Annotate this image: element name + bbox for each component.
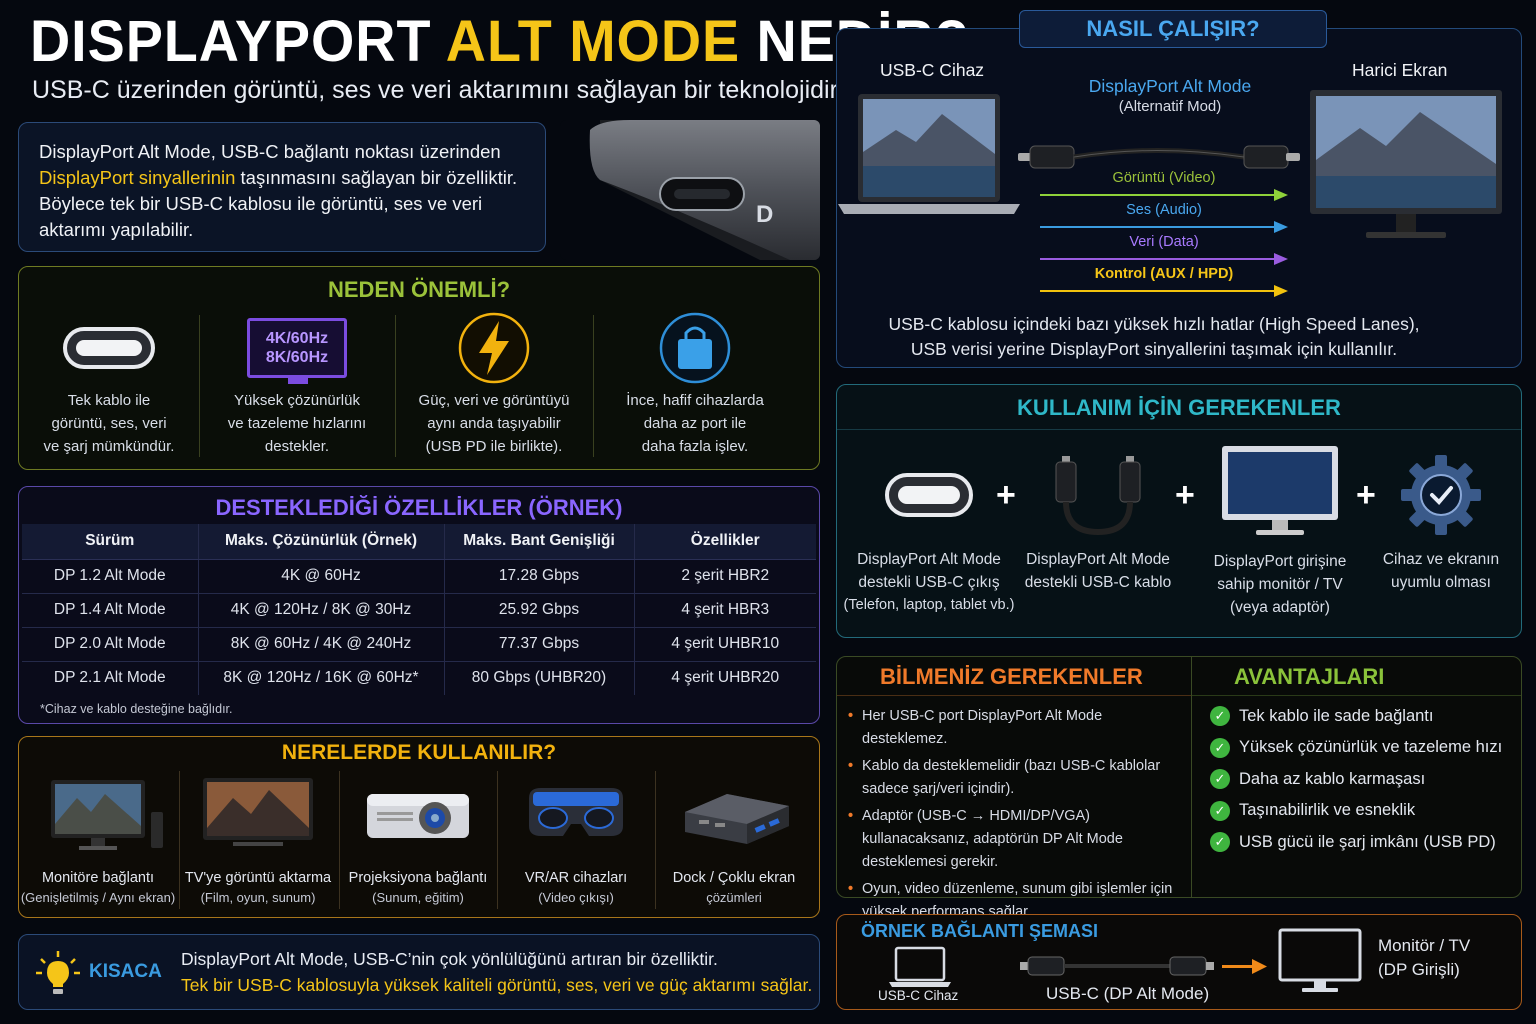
usb-c-cable-icon (1055, 456, 1141, 536)
shopping-bag-icon (659, 312, 731, 384)
how-title-tab: NASIL ÇALIŞIR? (1019, 10, 1327, 48)
features-table: Sürüm Maks. Çözünürlük (Örnek) Maks. Ban… (22, 524, 816, 695)
know-list: Her USB-C port DisplayPort Alt Mode dest… (848, 705, 1182, 928)
intro-line-2: DisplayPort sinyallerinin taşınmasını sa… (39, 167, 518, 188)
intro-line-1: DisplayPort Alt Mode, USB-C bağlantı nok… (39, 141, 501, 162)
intro-line-3: Böylece tek bir USB-C kablosu ile görünt… (39, 193, 483, 214)
check-icon: ✓ (1210, 800, 1230, 821)
usb-c-cable-illustration (1018, 145, 1300, 169)
lightning-icon (458, 312, 530, 384)
external-monitor-illustration (1310, 90, 1502, 238)
plus-sign-3: + (1356, 476, 1376, 514)
check-icon: ✓ (1210, 769, 1230, 789)
example-monitor-label: Monitör / TV (DP Girişli) (1378, 936, 1471, 979)
tv-icon (203, 778, 313, 846)
how-note: USB-C kablosu içindeki bazı yüksek hızlı… (888, 314, 1420, 359)
features-title: DESTEKLEDİĞİ ÖZELLİKLER (ÖRNEK) (215, 495, 623, 520)
usb-c-port-icon (63, 327, 155, 369)
plus-sign-1: + (996, 476, 1016, 514)
how-mode-label: DisplayPort Alt Mode (1088, 76, 1252, 96)
list-item: ✓Tek kablo ile sade bağlantı (1210, 706, 1516, 726)
lightbulb-icon (36, 951, 80, 994)
vr-headset-icon (529, 788, 623, 836)
dock-icon (685, 794, 789, 844)
flow-data: Veri (Data) (1040, 234, 1288, 265)
know-title: BİLMENİZ GEREKENLER (880, 664, 1143, 689)
intro-line-4: aktarımı yapılabilir. (39, 219, 194, 240)
uses-title: NERELERDE KULLANILIR? (281, 741, 557, 764)
dp-logo: D (756, 201, 773, 228)
list-item: ✓USB gücü ile şarj imkânı (USB PD) (1210, 832, 1516, 852)
requirements-title: KULLANIM İÇİN GEREKENLER (1017, 395, 1341, 420)
why-title: NEDEN ÖNEMLİ? (327, 277, 511, 302)
monitor-icon (1278, 928, 1362, 992)
laptop-icon (889, 946, 951, 987)
flow-control: Kontrol (AUX / HPD) (1040, 266, 1288, 297)
list-item: Her USB-C port DisplayPort Alt Mode dest… (848, 705, 1182, 751)
advantages-title: AVANTAJLARI (1234, 664, 1385, 689)
use-item-tv: TV'ye görüntü aktarma (Film, oyun, sunum… (178, 768, 338, 905)
title-part-1: DISPLAYPORT (30, 9, 446, 74)
intro-panel: DisplayPort Alt Mode, USB-C bağlantı nok… (18, 122, 546, 252)
features-footnote: *Cihaz ve kablo desteğine bağlıdır. (40, 702, 233, 716)
how-display-label: Harici Ekran (1352, 60, 1448, 80)
how-mode-sub: (Alternatif Mod) (1118, 98, 1222, 115)
how-device-label: USB-C Cihaz (880, 60, 985, 80)
how-title: NASIL ÇALIŞIR? (1086, 16, 1260, 41)
flow-audio: Ses (Audio) (1040, 202, 1288, 233)
check-icon: ✓ (1210, 706, 1230, 726)
page-title: DISPLAYPORT ALT MODE NEDİR? (30, 8, 970, 75)
list-item: ✓Yüksek çözünürlük ve tazeleme hızı (1210, 737, 1516, 758)
title-part-2: ALT MODE (445, 9, 741, 74)
list-item: Kablo da desteklemelidir (bazı USB-C kab… (848, 755, 1182, 801)
check-icon: ✓ (1210, 737, 1230, 758)
gear-check-icon (1401, 455, 1481, 535)
summary-label: KISACA (89, 961, 162, 982)
use-item-projector: Projeksiyona bağlantı (Sunum, eğitim) (338, 768, 498, 905)
check-icon: ✓ (1210, 832, 1230, 852)
intro-highlight: DisplayPort sinyallerinin (39, 167, 236, 188)
list-item: Adaptör (USB-C → HDMI/DP/VGA) kullanacak… (848, 805, 1182, 874)
example-cable-label: USB-C (DP Alt Mode) (1046, 984, 1210, 1003)
laptop-illustration (838, 94, 1020, 214)
use-item-vr: VR/AR cihazları (Video çıkışı) (496, 768, 656, 905)
use-item-monitor: Monitöre bağlantı (Genişletilmiş / Aynı … (18, 768, 178, 905)
monitor-icon (51, 780, 163, 850)
arrow-right-icon (1222, 959, 1267, 974)
projector-icon (367, 794, 469, 838)
summary-panel: KISACA DisplayPort Alt Mode, USB-C’nin ç… (18, 934, 820, 1010)
cable-icon (1020, 956, 1214, 976)
plus-sign-2: + (1175, 476, 1195, 514)
monitor-icon (1222, 446, 1338, 535)
example-device-label: USB-C Cihaz (878, 988, 959, 1003)
page-subtitle: USB-C üzerinden görüntü, ses ve veri akt… (32, 76, 844, 104)
list-item: ✓Daha az kablo karmaşası (1210, 769, 1516, 789)
usb-c-port-icon (885, 473, 973, 517)
table-header-row: Sürüm Maks. Çözünürlük (Örnek) Maks. Ban… (22, 524, 816, 560)
example-title: ÖRNEK BAĞLANTI ŞEMASI (861, 921, 1099, 941)
list-item: ✓Taşınabilirlik ve esneklik (1210, 800, 1516, 821)
usb-c-port-photo: D (560, 120, 820, 260)
summary-line-1: DisplayPort Alt Mode, USB-C’nin çok yönl… (181, 949, 718, 969)
use-item-dock: Dock / Çoklu ekran çözümleri (654, 768, 814, 905)
summary-line-2: Tek bir USB-C kablosuyla yüksek kaliteli… (181, 975, 813, 995)
advantages-list: ✓Tek kablo ile sade bağlantı ✓Yüksek çöz… (1210, 706, 1516, 864)
flow-video: Görüntü (Video) (1040, 170, 1288, 201)
